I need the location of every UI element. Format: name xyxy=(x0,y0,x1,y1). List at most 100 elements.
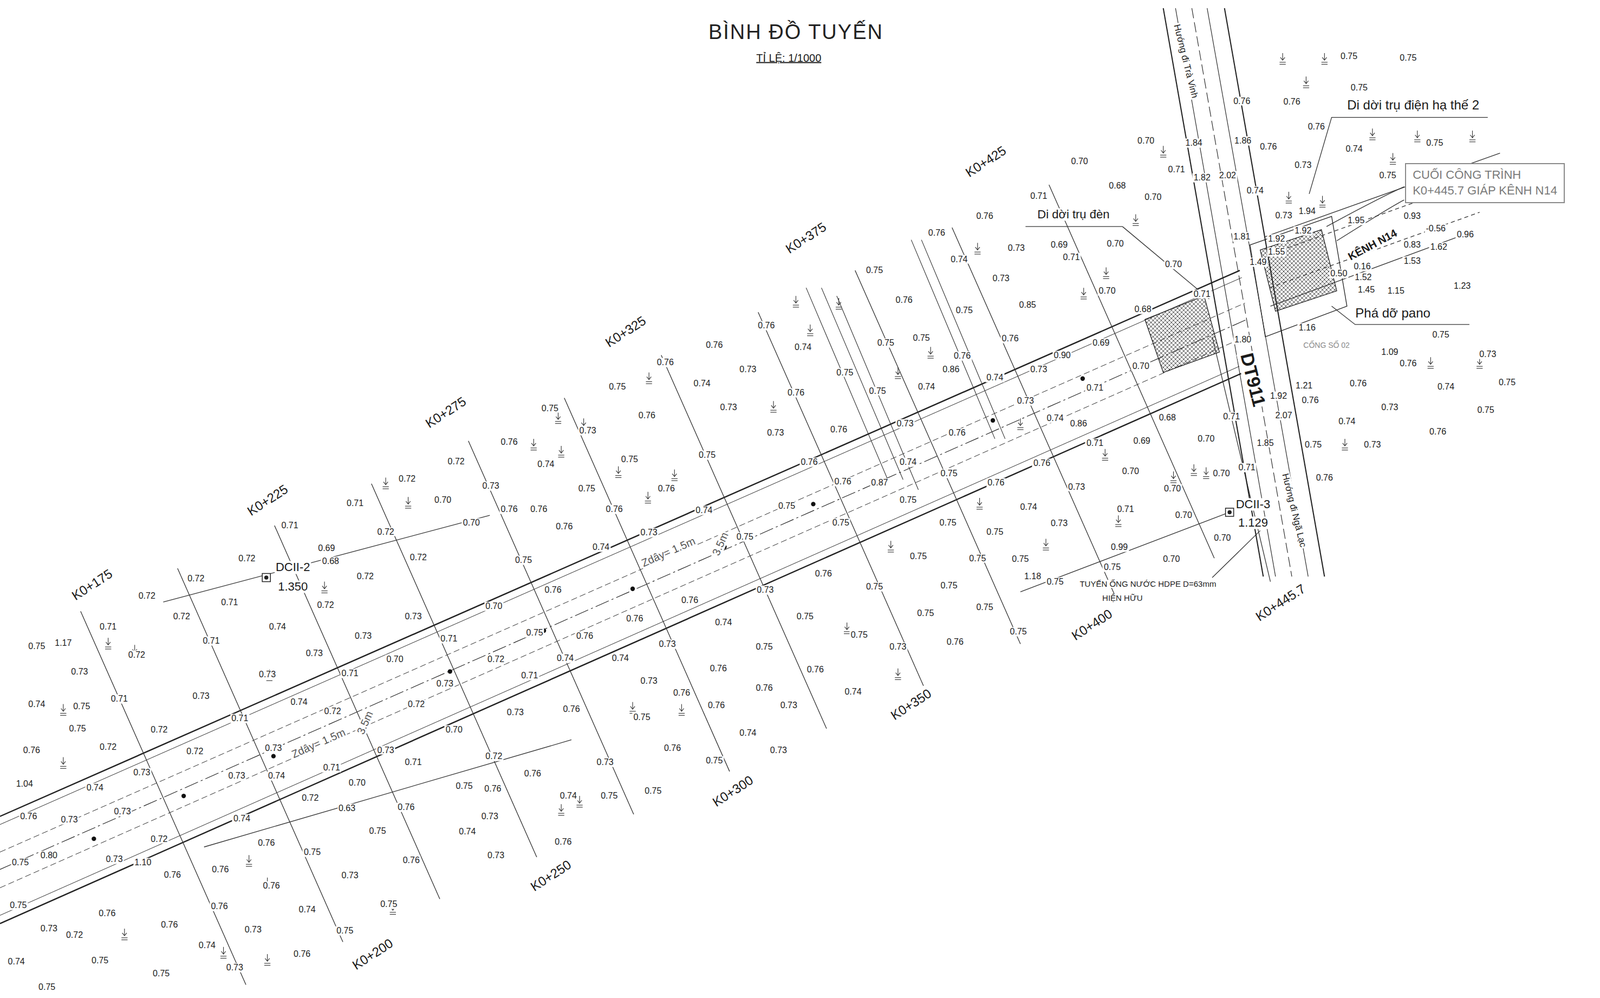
spot-elevation: 0.76 xyxy=(561,704,581,714)
spot-elevation: 0.75 xyxy=(735,532,755,542)
spot-elevation: 0.72 xyxy=(185,746,205,756)
spot-elevation: 0.74 xyxy=(591,542,611,552)
map-annotation: Di dời trụ đèn xyxy=(1036,207,1111,221)
utility-poles-part xyxy=(91,836,96,841)
ground-symbols-part xyxy=(220,946,227,959)
spot-elevation: 0.75 xyxy=(868,386,888,396)
power-lines-part xyxy=(911,239,995,439)
spot-elevation: 0.50 xyxy=(1329,268,1349,278)
ground-symbols-part xyxy=(1469,130,1476,142)
spot-elevation: 0.75 xyxy=(912,333,932,343)
spot-elevation: 0.73 xyxy=(340,870,360,881)
spot-elevation: 1.86 xyxy=(1233,136,1253,146)
ground-symbols-part xyxy=(927,346,934,359)
spot-elevation: 1.10 xyxy=(133,857,153,868)
ground-symbols-part xyxy=(835,297,842,310)
spot-elevation: 0.75 xyxy=(1378,171,1398,181)
map-annotation: Zdây= 1.5m xyxy=(638,534,698,570)
spot-elevation: 0.73 xyxy=(639,675,659,686)
spot-elevation: 0.73 xyxy=(1067,482,1086,492)
spot-elevation: 0.76 xyxy=(575,631,595,641)
ground-symbols-part xyxy=(1080,287,1087,299)
spot-elevation: 1.04 xyxy=(15,778,35,789)
ground-symbols-part xyxy=(121,928,128,940)
spot-elevation: 0.72 xyxy=(484,751,504,762)
spot-elevation: 1.92 xyxy=(1293,225,1313,236)
spot-elevation: 0.76 xyxy=(159,919,179,929)
spot-elevation: 0.71 xyxy=(219,597,239,607)
ground-symbols-part xyxy=(1017,418,1024,430)
spot-elevation: 1.80 xyxy=(1233,335,1253,345)
spot-elevation: 0.70 xyxy=(444,725,464,735)
spot-elevation: 0.76 xyxy=(799,457,819,467)
spot-elevation: 1.82 xyxy=(1192,172,1212,182)
spot-elevation: 0.73 xyxy=(1016,396,1036,406)
spot-elevation: 0.76 xyxy=(523,769,543,779)
ground-symbols-part xyxy=(1103,267,1110,279)
ground-symbols-part xyxy=(558,445,565,458)
spot-elevation: 0.73 xyxy=(719,402,739,412)
spot-elevation: 0.71 xyxy=(1192,289,1212,299)
spot-elevation: 0.75 xyxy=(577,484,597,494)
road-band-part xyxy=(0,360,1253,916)
spot-elevation: 0.71 xyxy=(109,694,129,704)
spot-elevation: 0.73 xyxy=(1029,365,1049,375)
benchmark-label: 1.129 xyxy=(1237,516,1270,529)
ground-symbols-part xyxy=(1321,53,1328,65)
utility-poles-part xyxy=(271,753,276,758)
ground-symbols-part xyxy=(807,324,813,336)
spot-elevation: 0.74 xyxy=(197,940,217,950)
spot-elevation: 0.75 xyxy=(1497,378,1517,388)
spot-elevation: 0.70 xyxy=(1196,434,1216,444)
spot-elevation: 0.73 xyxy=(69,666,89,676)
spot-elevation: 0.73 xyxy=(895,418,915,428)
spot-elevation: 0.68 xyxy=(1107,180,1127,191)
spot-elevation: 0.73 xyxy=(225,963,245,973)
spot-elevation: 0.76 xyxy=(1398,358,1418,368)
spot-elevation: 0.70 xyxy=(1121,466,1141,477)
spot-elevation: 1.81 xyxy=(1232,232,1252,242)
spot-elevation: 0.74 xyxy=(1344,144,1364,154)
spot-elevation: 0.93 xyxy=(1402,211,1422,221)
spot-elevation: 0.76 xyxy=(1428,426,1448,437)
spot-elevation: 0.76 xyxy=(786,388,806,398)
spot-elevation: 0.75 xyxy=(607,382,627,392)
spot-elevation: 0.63 xyxy=(337,803,357,813)
spot-elevation: 1.55 xyxy=(1266,247,1286,257)
end-of-work-box: CUỐI CÔNG TRÌNHK0+445.7 GIÁP KÊNH N14 xyxy=(1405,163,1565,204)
box-text: CUỐI CÔNG TRÌNH xyxy=(1412,167,1558,184)
spot-elevation: 1.94 xyxy=(1297,206,1317,217)
benchmark-label: DCII-2 xyxy=(274,561,312,574)
spot-elevation: 0.76 xyxy=(833,477,853,487)
spot-elevation: 0.75 xyxy=(514,555,533,565)
spot-elevation: 1.85 xyxy=(1255,438,1275,448)
chainage-label: K0+175 xyxy=(68,566,116,604)
ground-symbols-part xyxy=(646,372,653,384)
spot-elevation: 0.72 xyxy=(376,527,396,537)
spot-elevation: 0.71 xyxy=(1167,164,1187,174)
spot-elevation: 0.73 xyxy=(639,528,659,538)
spot-elevation: 0.73 xyxy=(243,925,263,935)
spot-elevation: 0.73 xyxy=(765,427,785,438)
ground-symbols-part xyxy=(1279,53,1286,65)
box-text: K0+445.7 GIÁP KÊNH N14 xyxy=(1412,183,1558,199)
spot-elevation: 0.73 xyxy=(104,854,124,864)
map-annotation: 3.5m xyxy=(354,707,376,737)
leader-lines-part xyxy=(1020,511,1230,592)
spot-elevation: 0.73 xyxy=(1006,243,1026,253)
spot-elevation: 0.73 xyxy=(1293,160,1313,171)
spot-elevation: 0.73 xyxy=(1049,518,1069,529)
spot-elevation: 0.73 xyxy=(1478,349,1498,359)
ground-symbols-part xyxy=(530,438,537,451)
leader-lines-part xyxy=(204,739,572,847)
spot-elevation: 0.96 xyxy=(1455,230,1475,240)
spot-elevation: 0.68 xyxy=(321,556,341,567)
spot-elevation: 0.76 xyxy=(947,427,967,438)
spot-elevation: 0.76 xyxy=(401,855,421,865)
spot-elevation: 0.74 xyxy=(898,457,918,467)
spot-elevation: 0.75 xyxy=(8,900,28,910)
cross-section-lines-part xyxy=(1212,336,1271,582)
spot-elevation: 0.75 xyxy=(1010,554,1030,564)
chainage-label: K0+425 xyxy=(961,142,1010,180)
spot-elevation: 0.75 xyxy=(1303,440,1323,450)
